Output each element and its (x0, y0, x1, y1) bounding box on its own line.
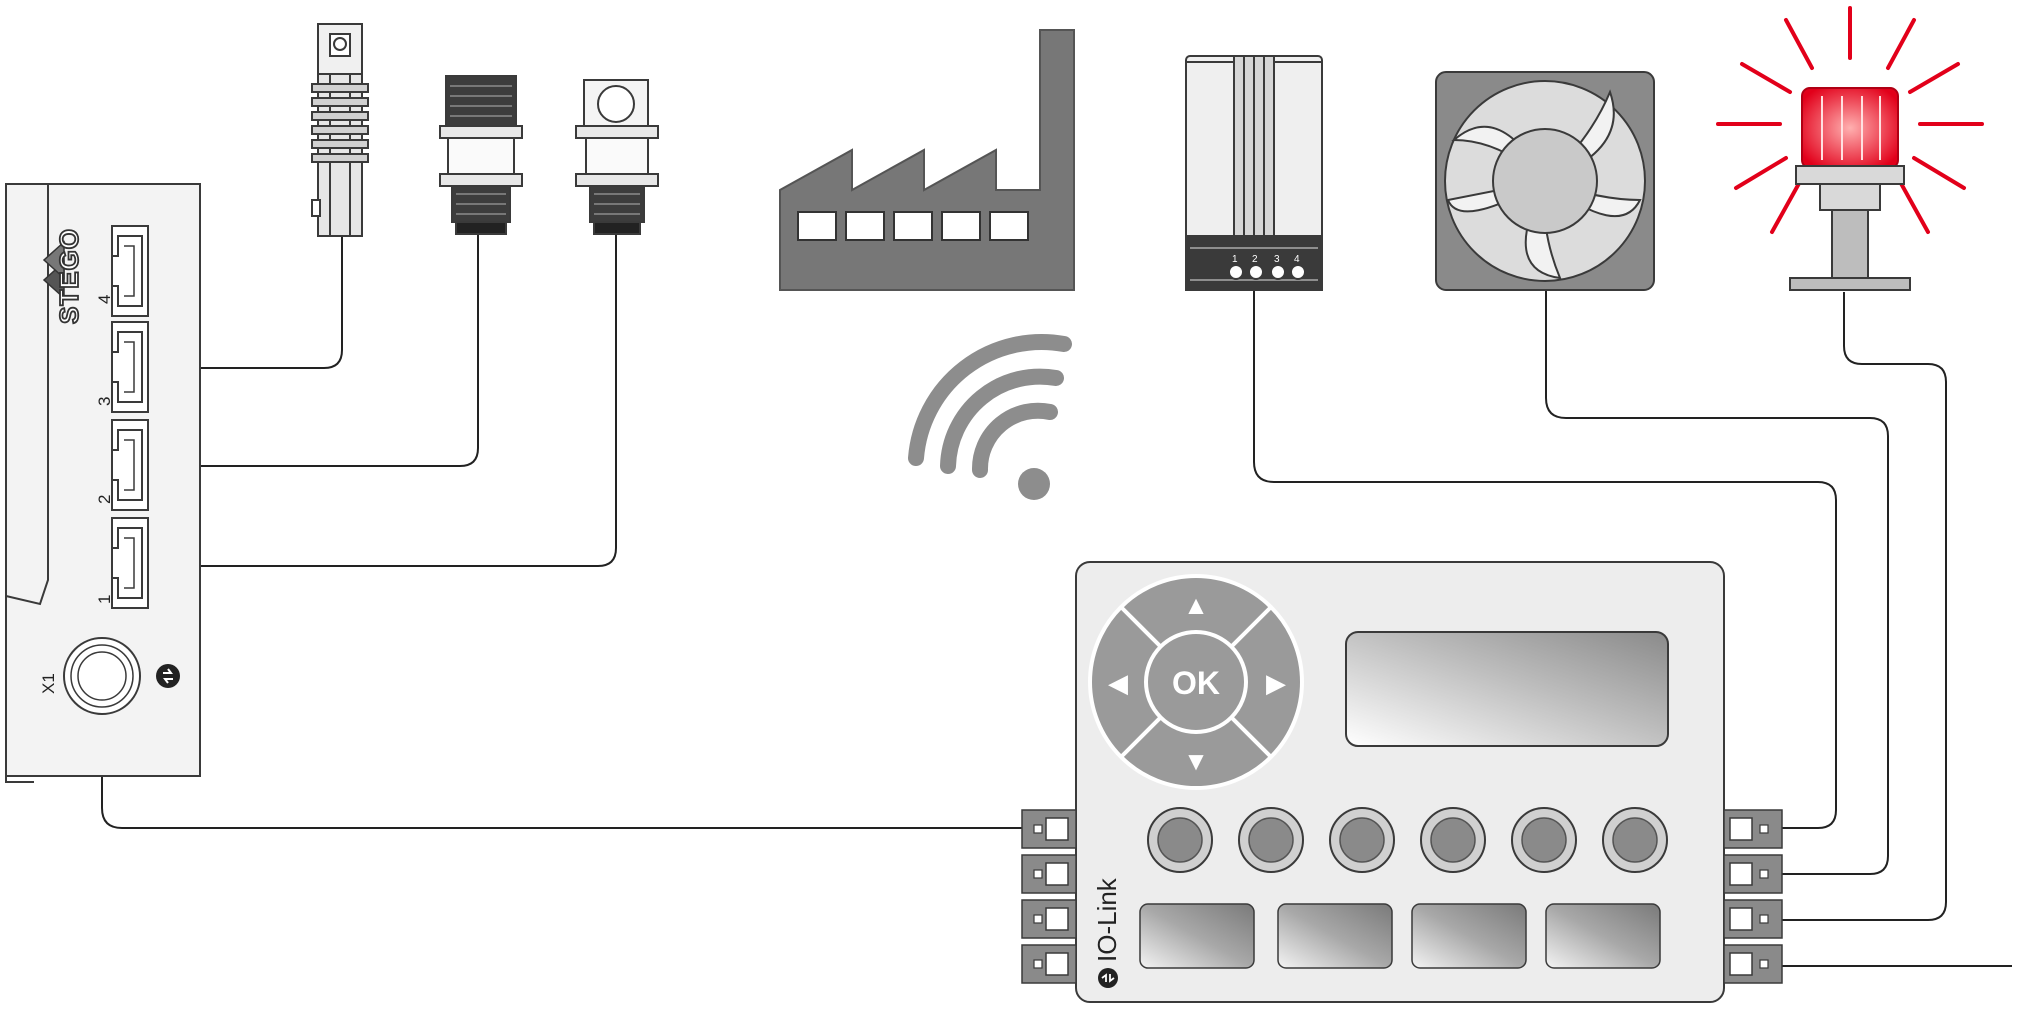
cable-x1-to-master (101, 700, 1022, 829)
beacon-icon (1716, 6, 1984, 291)
hub-x1-label: X1 (39, 673, 58, 694)
probe-sensor (311, 23, 369, 237)
round-button-2[interactable] (1238, 807, 1304, 873)
dpad: ▲ ▼ ◀ ▶ OK (1088, 574, 1304, 790)
cable-fan-to-master (1545, 290, 1889, 875)
hub-port-1-label: 1 (95, 595, 114, 604)
stego-logo: STEGO (42, 227, 85, 325)
io-link-brand: IO-Link (1092, 877, 1122, 988)
hub-port-2[interactable]: 2 (95, 419, 149, 511)
fan-icon (1435, 71, 1655, 291)
round-button-5[interactable] (1511, 807, 1577, 873)
hub-port-3[interactable]: 3 (95, 321, 149, 413)
soft-key-3[interactable] (1411, 903, 1527, 969)
dpad-down-button[interactable]: ▼ (1183, 746, 1209, 776)
cable-heater-to-master (1253, 290, 1837, 829)
cable-beacon-to-master (1782, 292, 1947, 921)
soft-key-2[interactable] (1277, 903, 1393, 969)
cable-probe-to-port3 (142, 228, 343, 369)
soft-key-4[interactable] (1545, 903, 1661, 969)
proximity-sensor (575, 79, 659, 235)
hub-port-2-label: 2 (95, 495, 114, 504)
dpad-up-button[interactable]: ▲ (1183, 590, 1209, 620)
right-connector-1[interactable] (1723, 809, 1783, 849)
left-connector-2[interactable] (1021, 854, 1077, 894)
right-connector-3[interactable] (1723, 899, 1783, 939)
left-connector-3[interactable] (1021, 899, 1077, 939)
right-connector-2[interactable] (1723, 854, 1783, 894)
dpad-right-button[interactable]: ▶ (1266, 668, 1286, 698)
heater-terminal-2: 2 (1252, 254, 1258, 265)
io-link-master: ▲ ▼ ◀ ▶ OK IO-Link (1021, 561, 1783, 1003)
cable-sensor-to-port2 (142, 232, 479, 467)
hub-x1-port[interactable]: X1 (39, 637, 141, 715)
round-button-1[interactable] (1147, 807, 1213, 873)
io-link-hub: STEGO 4 3 2 1 (5, 183, 201, 783)
io-link-icon (156, 664, 180, 688)
heater-icon: 1 2 3 4 (1185, 55, 1323, 291)
round-button-3[interactable] (1329, 807, 1395, 873)
hub-port-3-label: 3 (95, 397, 114, 406)
threaded-sensor (439, 75, 523, 235)
hub-port-4[interactable]: 4 (95, 225, 149, 317)
left-connector-4[interactable] (1021, 944, 1077, 984)
heater-terminal-3: 3 (1274, 254, 1280, 265)
soft-key-1[interactable] (1139, 903, 1255, 969)
master-display (1345, 631, 1669, 747)
round-button-4[interactable] (1420, 807, 1486, 873)
cables (101, 228, 2012, 967)
hub-port-1[interactable]: 1 (95, 517, 149, 609)
heater-terminal-1: 1 (1232, 254, 1238, 265)
hub-brand: STEGO (54, 228, 84, 324)
factory-icon (779, 29, 1075, 291)
wifi-icon (908, 334, 1072, 500)
round-button-6[interactable] (1602, 807, 1668, 873)
io-link-brand-label: IO-Link (1092, 877, 1122, 962)
dpad-left-button[interactable]: ◀ (1108, 668, 1128, 698)
left-connector-1[interactable] (1021, 809, 1077, 849)
hub-port-4-label: 4 (95, 295, 114, 304)
cable-sensor-to-port1 (142, 232, 617, 567)
ok-button[interactable]: OK (1172, 665, 1220, 701)
heater-terminal-4: 4 (1294, 254, 1300, 265)
right-connector-4[interactable] (1723, 944, 1783, 984)
